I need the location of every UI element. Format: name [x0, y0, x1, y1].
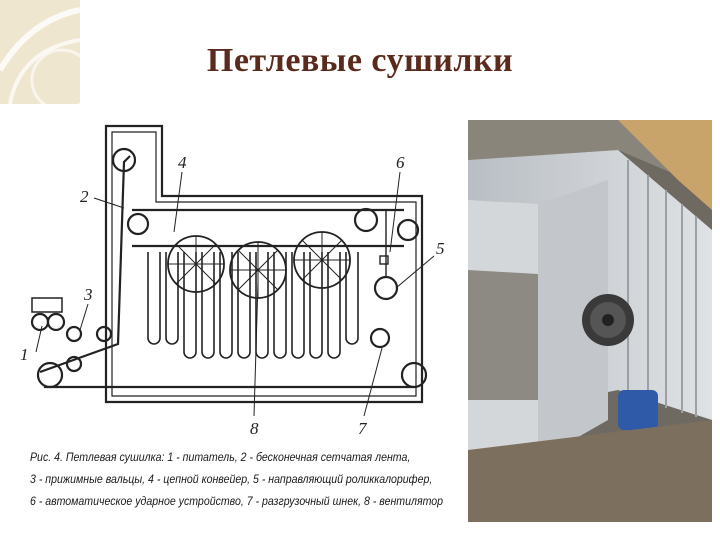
diagram-label-7: 7: [358, 419, 368, 438]
caption-line: Рис. 4. Петлевая сушилка: 1 - питатель, …: [30, 452, 411, 464]
figure-caption: Рис. 4. Петлевая сушилка: 1 - питатель, …: [30, 447, 444, 513]
corner-ornament: [0, 0, 80, 104]
diagram-label-5: 5: [436, 239, 445, 258]
dryer-photo: [468, 120, 712, 522]
diagram-label-2: 2: [80, 187, 89, 206]
diagram-label-1: 1: [20, 345, 29, 364]
diagram-label-3: 3: [83, 285, 93, 304]
diagram-label-8: 8: [250, 419, 259, 438]
diagram-label-6: 6: [396, 153, 405, 172]
diagram-label-4: 4: [178, 153, 187, 172]
caption-line: 3 - прижимные вальцы, 4 - цепной конвейе…: [30, 474, 433, 486]
slide-title: Петлевые сушилки: [206, 42, 514, 79]
loop-dryer-diagram: 1 2 3 4 5 6 7 8: [20, 124, 445, 438]
caption-line: 6 - автоматическое ударное устройство, 7…: [30, 496, 444, 508]
